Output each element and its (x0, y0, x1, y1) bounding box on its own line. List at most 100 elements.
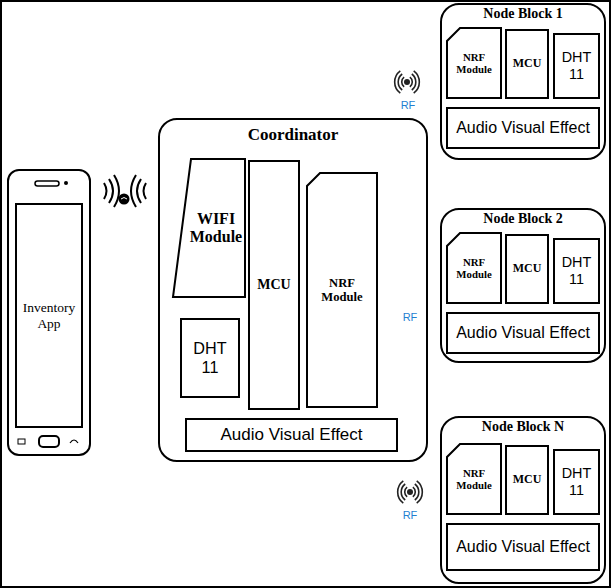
box-label: Audio Visual Effect (453, 324, 593, 342)
box-label: WIFI Module (186, 210, 246, 247)
rf-wave (412, 74, 416, 90)
block-title: Coordinator (158, 118, 428, 145)
wave (109, 179, 113, 203)
nrf-module-box: NRF Module (446, 27, 502, 99)
box-label: NRF Module (306, 276, 378, 305)
audio-visual-box: Audio Visual Effect (446, 107, 600, 149)
sensor-box: DHT 11 (553, 238, 600, 304)
wave (131, 175, 136, 207)
box-label: MCU (254, 277, 293, 293)
outline (159, 119, 427, 461)
rf-wave (401, 484, 405, 500)
wave (137, 179, 141, 203)
mcu-box: MCU (505, 445, 549, 515)
outline (554, 450, 599, 514)
outline (554, 34, 599, 98)
sensor-box: DHT 11 (553, 33, 600, 99)
outline (447, 444, 501, 514)
phone-home-button (39, 436, 59, 447)
phone-menu-key (18, 439, 25, 444)
wave (144, 183, 147, 199)
box-label: Audio Visual Effect (453, 538, 593, 556)
box-label: Audio Visual Effect (217, 425, 365, 445)
audio-visual-box: Audio Visual Effect (446, 312, 600, 354)
box-label: Inventory App (15, 300, 83, 331)
link-label: RF (401, 99, 416, 111)
rf-wave (395, 71, 401, 93)
rf-dot (404, 79, 410, 85)
box-label: MCU (510, 262, 545, 276)
box-label: NRF Module (446, 256, 502, 281)
phone-illustration (8, 170, 90, 455)
phone-body (8, 170, 90, 455)
rf-symbol (395, 71, 420, 93)
outline (506, 235, 548, 303)
rf-wave (410, 77, 412, 87)
box-label: NRF Module (446, 51, 502, 76)
nrf-module-box: NRF Module (446, 443, 502, 515)
sensor-box: DHT 11 (553, 449, 600, 515)
audio-visual-box: Audio Visual Effect (446, 523, 600, 571)
mcu-box: MCU (248, 160, 300, 410)
outline (554, 239, 599, 303)
outline (447, 524, 599, 570)
outline (307, 173, 377, 407)
box-label: DHT 11 (553, 465, 600, 498)
mcu-box: MCU (505, 29, 549, 99)
outline (447, 28, 501, 98)
audio-visual-box: Audio Visual Effect (185, 418, 398, 452)
box-label: DHT 11 (553, 49, 600, 82)
rf-wave (405, 487, 407, 497)
link-label: RF (403, 311, 418, 323)
mcu-box: MCU (505, 234, 549, 304)
box-label: DHT 11 (180, 339, 240, 376)
outline (447, 108, 599, 148)
nrf-module-box: NRF Module (446, 232, 502, 304)
nrf-module-box: NRF Module (306, 172, 378, 408)
box-label: DHT 11 (553, 254, 600, 287)
phone-back-key (70, 440, 78, 443)
phone-speaker (35, 181, 59, 186)
rf-wave (398, 74, 402, 90)
coordinator-box: CoordinatorWIFI ModuleDHT 11 MCU NRF Modul… (158, 118, 428, 462)
phone-camera (64, 181, 68, 185)
block-title: Node Block 1 (440, 3, 606, 22)
link-label: RF (403, 509, 418, 521)
wifi-logo-wave (121, 198, 127, 200)
box-label: NRF Module (446, 467, 502, 492)
box-label: MCU (510, 57, 545, 71)
box-label: Audio Visual Effect (453, 119, 593, 137)
outline (441, 209, 605, 362)
sensor-box: DHT 11 (180, 318, 240, 398)
rf-wave (398, 481, 404, 503)
outline (447, 233, 501, 303)
outline (506, 446, 548, 514)
node-block-box: Node Block 2 NRF Module MCU DHT 11 Audio Vis… (440, 208, 606, 363)
rf-wave (402, 77, 404, 87)
wave (114, 175, 119, 207)
outline (441, 417, 605, 583)
app-screen-box: Inventory App (15, 203, 83, 428)
node-block-box: Node Block N NRF Module MCU DHT 11 Audio Vis… (440, 416, 606, 584)
box-label: MCU (510, 473, 545, 487)
rf-symbol (398, 481, 423, 503)
outline (181, 319, 239, 397)
rf-dot (407, 489, 413, 495)
rf-wave (414, 71, 420, 93)
outline (447, 313, 599, 353)
node-block-box: Node Block 1 NRF Module MCU DHT 11 Audio Vis… (440, 3, 606, 160)
outline (16, 204, 82, 427)
wave (104, 183, 107, 199)
rf-wave (417, 481, 423, 503)
wifi-module-box: WIFI Module (172, 158, 246, 298)
outline (249, 161, 299, 409)
outline (441, 4, 605, 159)
block-title: Node Block N (440, 416, 606, 435)
wifi-link-symbol (104, 175, 146, 207)
outline (186, 419, 397, 451)
outline (506, 30, 548, 98)
rf-wave (413, 487, 415, 497)
block-title: Node Block 2 (440, 208, 606, 227)
